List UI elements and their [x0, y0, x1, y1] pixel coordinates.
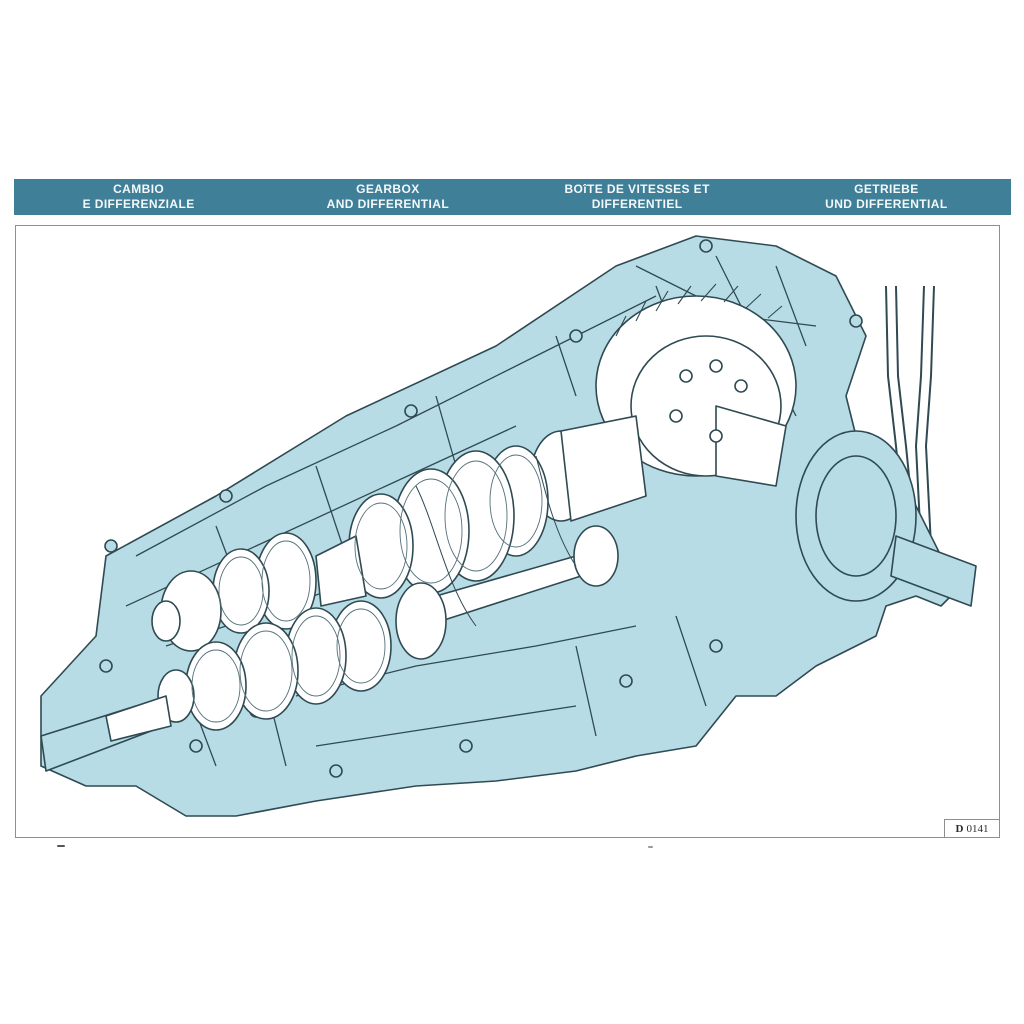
section-header-band: CAMBIO E DIFFERENZIALE GEARBOX AND DIFFE…	[14, 179, 1011, 215]
header-title-french: BOîTE DE VITESSES ET DIFFERENTIEL	[564, 182, 710, 211]
figure-code-label: D 0141	[944, 819, 1000, 838]
header-title-german: GETRIEBE UND DIFFERENTIAL	[825, 182, 948, 211]
gearbox-illustration	[40, 235, 977, 817]
header-title-english: GEARBOX AND DIFFERENTIAL	[326, 182, 450, 211]
scan-mark	[648, 846, 653, 848]
scan-mark	[57, 845, 65, 847]
header-title-italian: CAMBIO E DIFFERENZIALE	[82, 182, 195, 211]
illustration-frame: D 0141	[15, 225, 1000, 838]
